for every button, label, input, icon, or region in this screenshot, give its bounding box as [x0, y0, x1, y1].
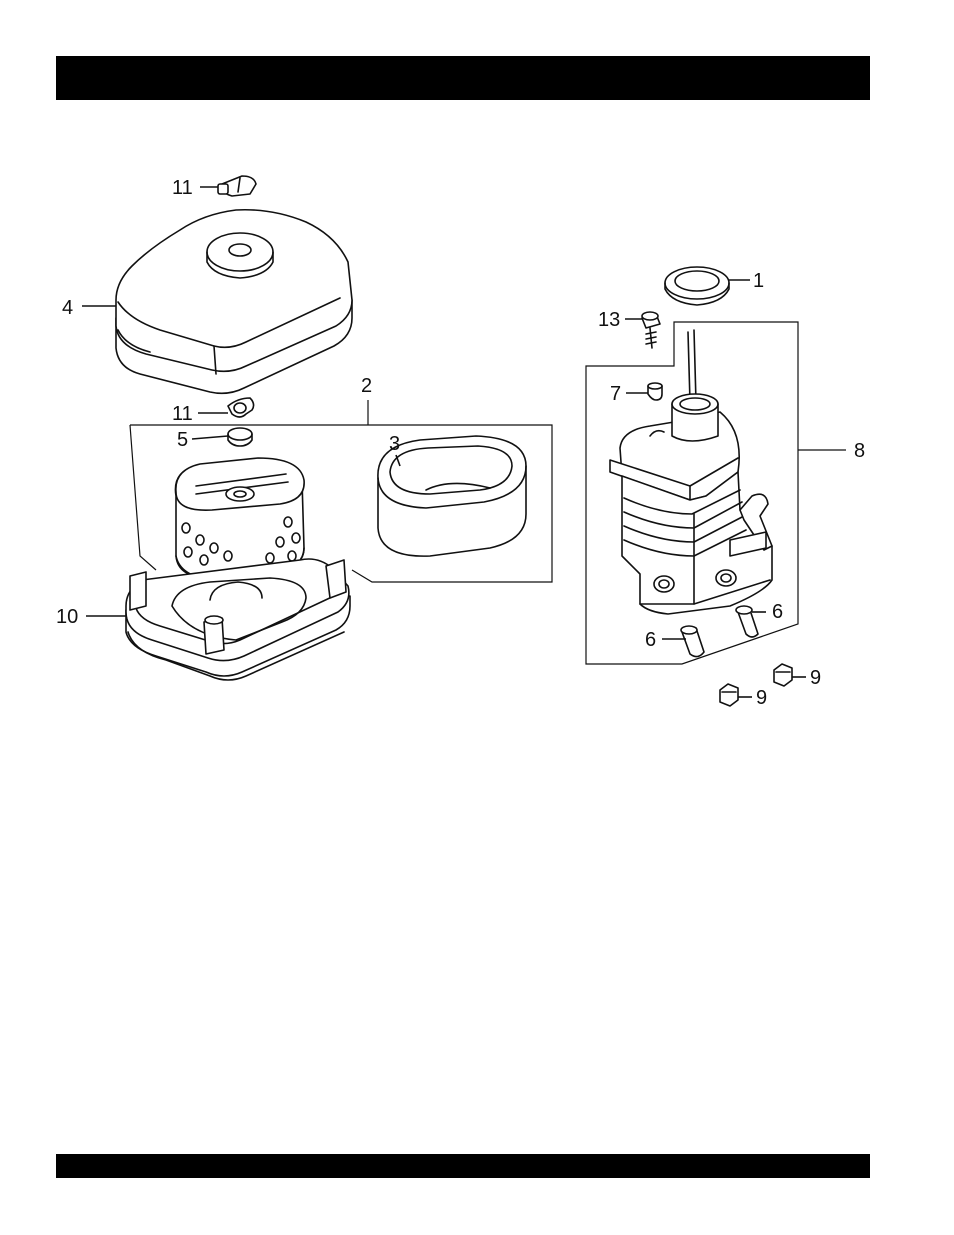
air-cleaner-cover — [116, 210, 352, 394]
air-cleaner-elbow — [610, 330, 772, 614]
bolt — [642, 312, 660, 348]
sleeve-left — [681, 626, 704, 657]
callout-6-right: 6 — [772, 601, 783, 623]
nut-right — [774, 664, 792, 686]
callout-10: 10 — [56, 606, 78, 628]
sleeve-right — [736, 606, 758, 637]
callout-9-left: 9 — [756, 687, 767, 709]
callout-4: 4 — [62, 297, 73, 319]
callout-1: 1 — [753, 270, 764, 292]
grommet-nut — [228, 428, 252, 446]
wing-nut-top — [218, 176, 256, 196]
callout-6-left: 6 — [645, 629, 656, 651]
callout-13: 13 — [598, 309, 620, 331]
air-cleaner-base — [126, 559, 350, 680]
callout-7: 7 — [610, 383, 621, 405]
callout-8: 8 — [854, 440, 865, 462]
collar — [648, 383, 662, 400]
callout-9-right: 9 — [810, 667, 821, 689]
callout-11-top: 11 — [172, 177, 193, 199]
callout-2: 2 — [361, 375, 372, 397]
foam-element — [378, 436, 526, 556]
callout-11-lower: 11 — [172, 403, 193, 425]
gasket — [665, 267, 729, 305]
nut-left — [720, 684, 738, 706]
callout-5: 5 — [177, 429, 188, 451]
callout-3: 3 — [389, 433, 400, 455]
wing-nut-lower — [228, 398, 254, 417]
